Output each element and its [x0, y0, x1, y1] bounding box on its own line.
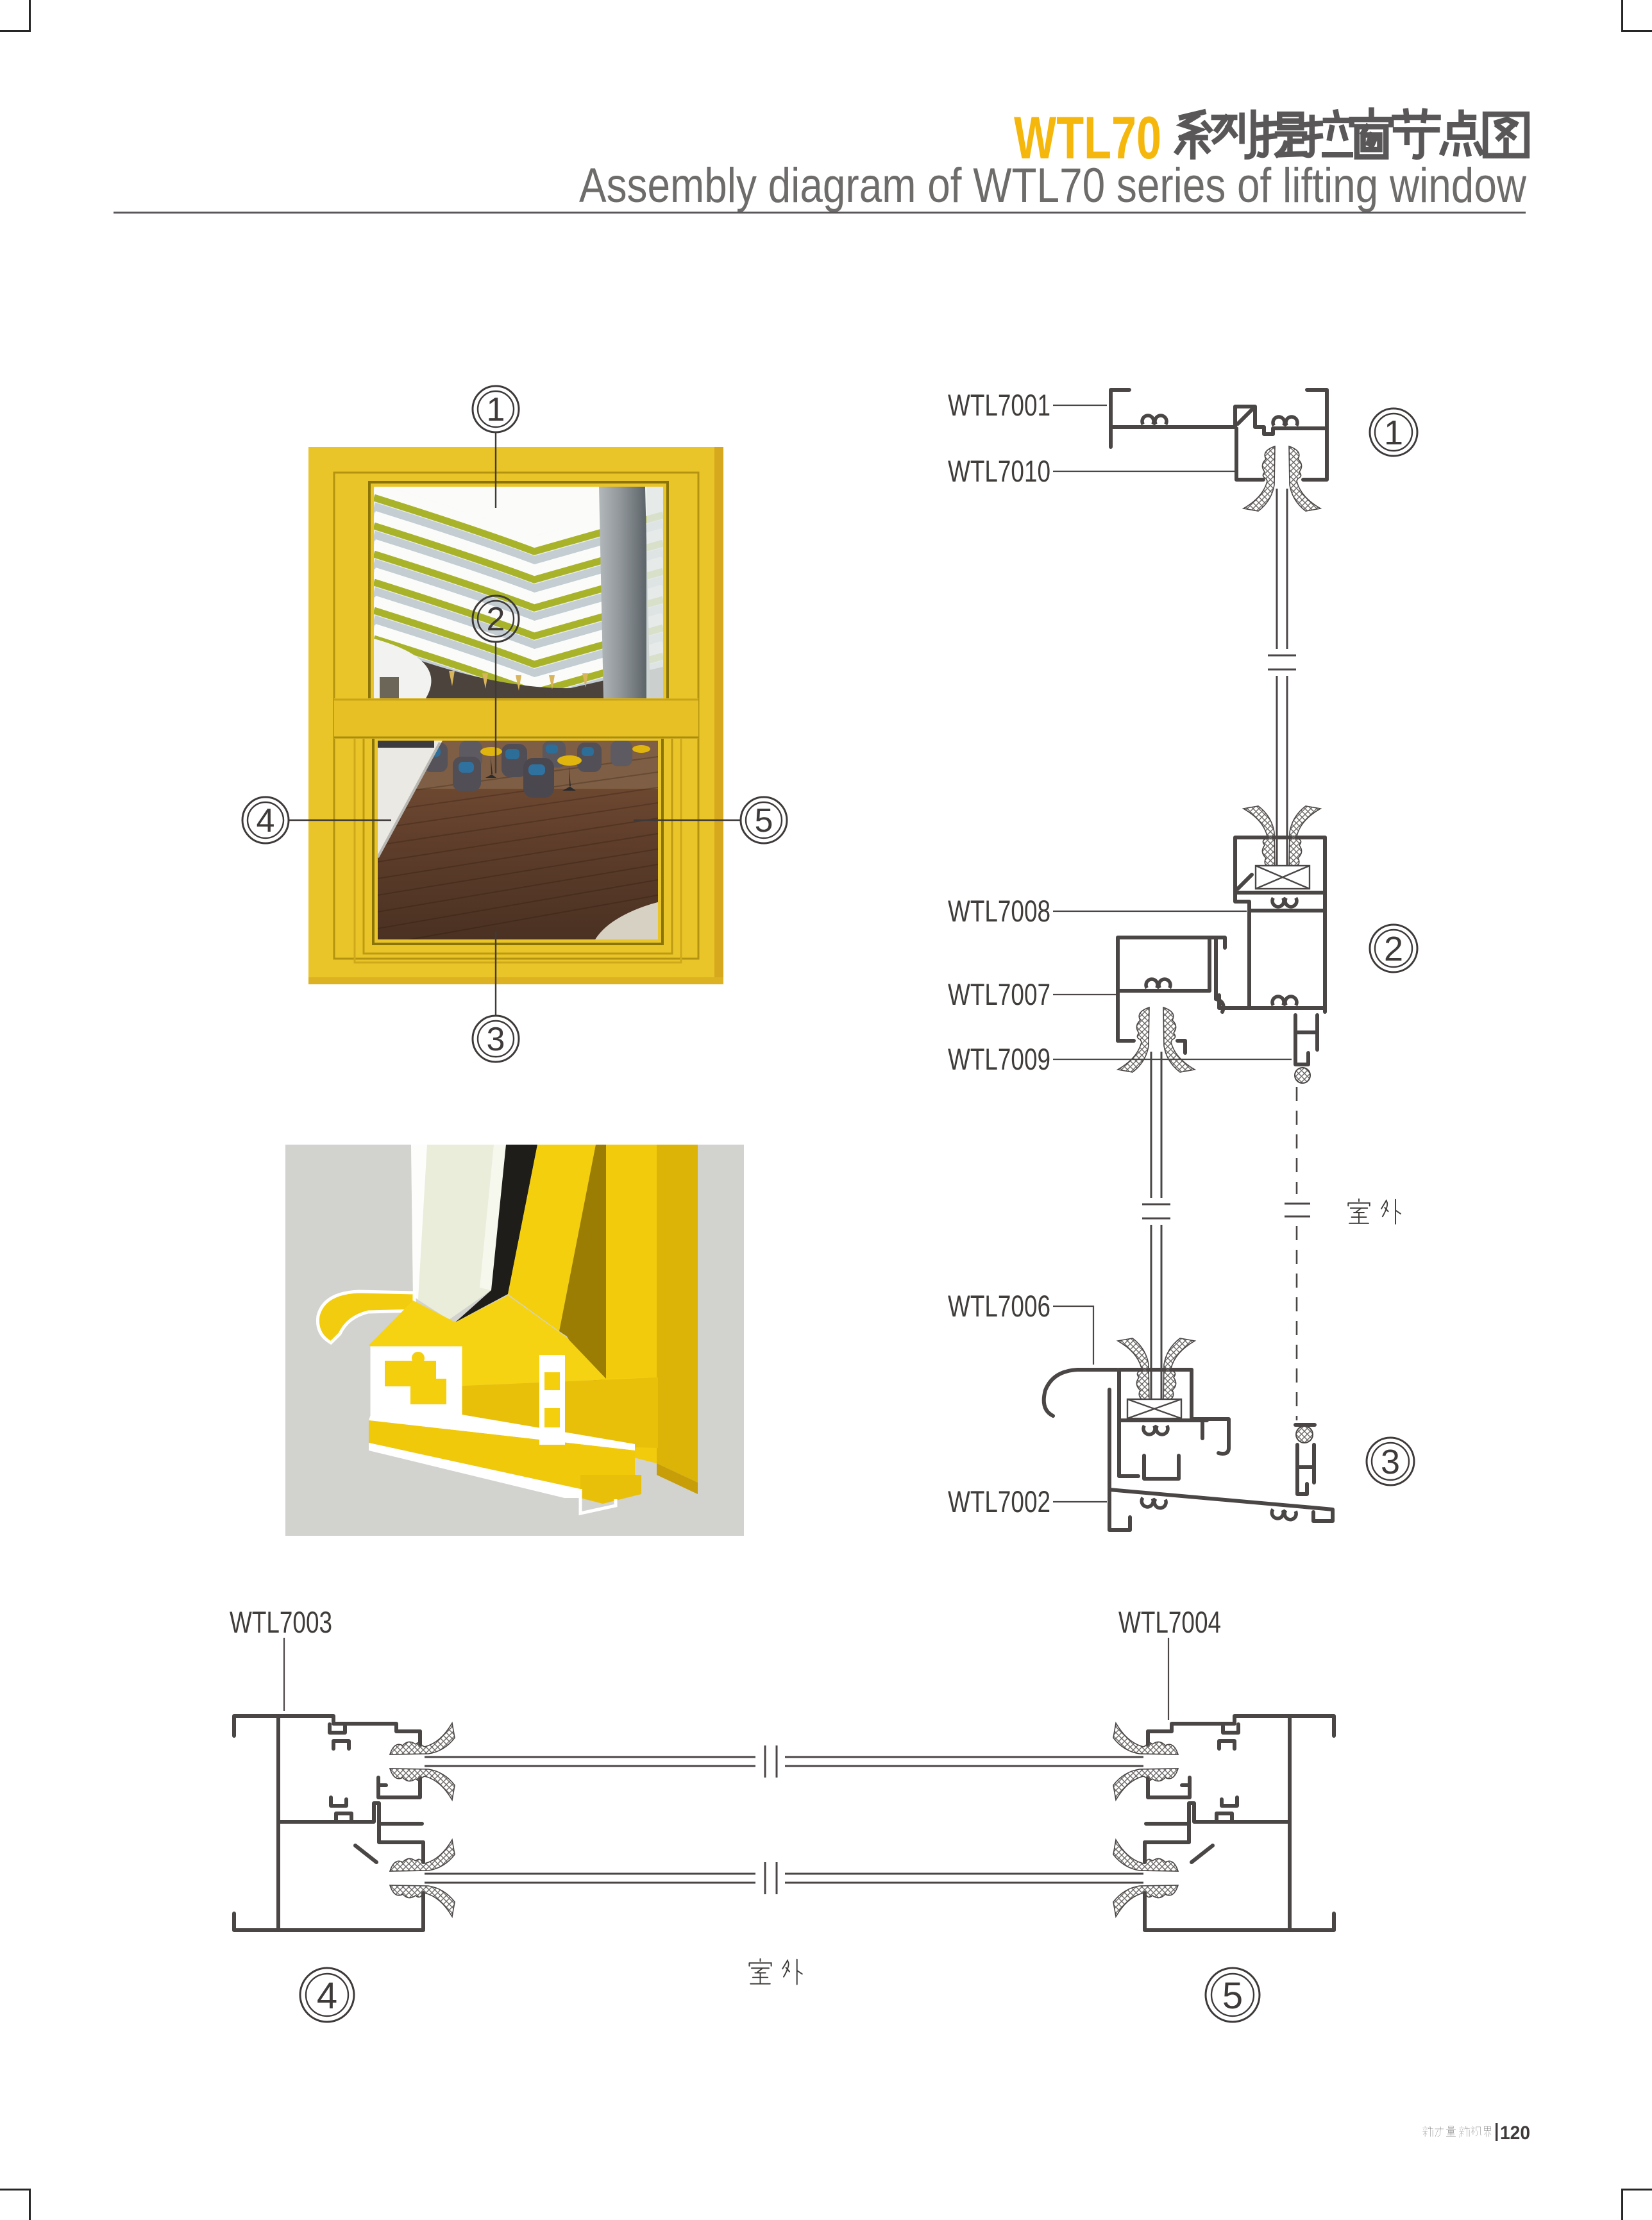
svg-text:WTL7008: WTL7008 — [948, 894, 1050, 928]
svg-text:4: 4 — [257, 802, 275, 839]
svg-text:5: 5 — [1222, 1975, 1243, 2017]
svg-text:WTL7003: WTL7003 — [230, 1605, 332, 1639]
svg-text:4: 4 — [317, 1975, 337, 2017]
svg-text:2: 2 — [1384, 930, 1403, 968]
svg-text:Assembly diagram of WTL70 seri: Assembly diagram of WTL70 series of lift… — [579, 158, 1527, 213]
svg-text:1: 1 — [1384, 414, 1403, 452]
svg-text:1: 1 — [487, 391, 505, 428]
svg-text:2: 2 — [487, 601, 505, 638]
svg-text:WTL7001: WTL7001 — [948, 388, 1050, 422]
svg-text:WTL7010: WTL7010 — [948, 454, 1050, 488]
svg-text:WTL7002: WTL7002 — [948, 1484, 1050, 1518]
svg-text:WTL70: WTL70 — [1014, 104, 1161, 171]
svg-text:WTL7004: WTL7004 — [1118, 1605, 1221, 1639]
svg-text:5: 5 — [755, 802, 773, 839]
svg-text:3: 3 — [1381, 1443, 1400, 1481]
svg-text:WTL7009: WTL7009 — [948, 1042, 1050, 1076]
svg-text:WTL7007: WTL7007 — [948, 977, 1050, 1011]
svg-text:WTL7006: WTL7006 — [948, 1289, 1050, 1323]
svg-text:3: 3 — [487, 1021, 505, 1058]
svg-text:120: 120 — [1500, 2123, 1530, 2144]
